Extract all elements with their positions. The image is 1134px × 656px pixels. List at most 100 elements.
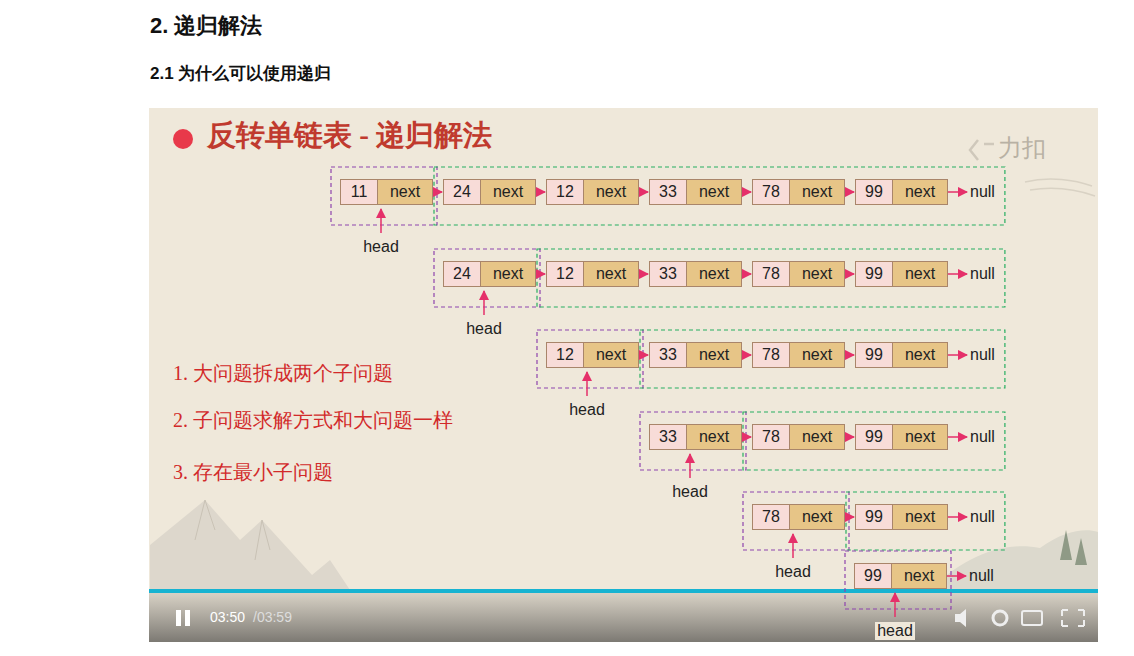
next-pointer: next	[893, 343, 947, 367]
list-node: 12next	[546, 179, 639, 205]
next-link-arrow	[742, 191, 751, 193]
next-link-arrow	[639, 273, 648, 275]
video-background	[149, 108, 1098, 642]
node-value: 99	[855, 564, 892, 588]
head-pointer-label: head	[875, 622, 915, 640]
list-node: 78next	[752, 342, 845, 368]
node-value: 99	[856, 505, 893, 529]
next-pointer: next	[790, 262, 844, 286]
head-pointer-label: head	[464, 320, 504, 338]
node-value: 33	[650, 425, 687, 449]
next-link-arrow	[536, 273, 545, 275]
next-link-arrow	[639, 354, 648, 356]
next-link-arrow	[536, 191, 545, 193]
list-node: 33next	[649, 179, 742, 205]
next-pointer: next	[481, 180, 535, 204]
next-link-arrow	[845, 354, 854, 356]
point-text: 3. 存在最小子问题	[173, 461, 333, 484]
next-pointer: next	[687, 262, 741, 286]
null-arrow	[948, 191, 967, 193]
head-pointer-label: head	[361, 238, 401, 256]
rest-group-outline	[537, 249, 1005, 307]
next-pointer: next	[790, 343, 844, 367]
control-bar	[149, 593, 1098, 642]
node-value: 12	[547, 180, 584, 204]
null-arrow	[948, 354, 967, 356]
node-value: 33	[650, 343, 687, 367]
head-pointer-arrow	[586, 372, 588, 396]
point-text: 1. 大问题拆成两个子问题	[173, 362, 393, 385]
pause-icon	[176, 610, 181, 626]
next-pointer: next	[893, 505, 947, 529]
head-group-outline	[537, 330, 643, 388]
next-link-arrow	[845, 436, 854, 438]
list-node: 78next	[752, 179, 845, 205]
next-pointer: next	[584, 262, 638, 286]
list-node: 78next	[752, 504, 845, 530]
list-node: 33next	[649, 342, 742, 368]
pause-icon	[185, 610, 190, 626]
node-value: 78	[753, 343, 790, 367]
list-node: 12next	[546, 261, 639, 287]
list-node: 33next	[649, 424, 742, 450]
node-value: 78	[753, 505, 790, 529]
node-value: 24	[444, 180, 481, 204]
node-value: 78	[753, 262, 790, 286]
next-pointer: next	[892, 564, 946, 588]
next-pointer: next	[378, 180, 432, 204]
tree-illustration	[1060, 530, 1087, 565]
head-pointer-arrow	[689, 454, 691, 478]
list-node: 99next	[855, 504, 948, 530]
next-pointer: next	[481, 262, 535, 286]
node-value: 33	[650, 180, 687, 204]
title-bullet	[173, 129, 193, 149]
rest-group-outline	[640, 330, 1005, 388]
rest-group-outline	[434, 167, 1005, 225]
node-value: 99	[856, 343, 893, 367]
node-value: 12	[547, 262, 584, 286]
head-pointer-arrow	[483, 291, 485, 315]
head-pointer-arrow	[380, 209, 382, 233]
node-value: 12	[547, 343, 584, 367]
next-link-arrow	[742, 273, 751, 275]
node-value: 78	[753, 425, 790, 449]
slide-title: 反转单链表 - 递归解法	[207, 119, 492, 152]
next-link-arrow	[433, 191, 442, 193]
logo-mark	[970, 140, 994, 160]
node-value: 99	[856, 262, 893, 286]
next-pointer: next	[584, 343, 638, 367]
null-arrow	[948, 436, 967, 438]
settings-icon	[993, 611, 1007, 625]
null-terminator: null	[970, 346, 995, 364]
mountain-stripes	[195, 500, 270, 560]
head-pointer-arrow	[894, 593, 896, 617]
node-value: 99	[856, 425, 893, 449]
null-terminator: null	[970, 183, 995, 201]
list-node: 99next	[855, 424, 948, 450]
next-link-arrow	[845, 516, 854, 518]
next-link-arrow	[742, 354, 751, 356]
node-value: 11	[341, 180, 378, 204]
next-link-arrow	[639, 191, 648, 193]
head-group-outline	[331, 167, 437, 225]
list-node: 99next	[855, 261, 948, 287]
next-pointer: next	[687, 343, 741, 367]
progress-bar	[149, 589, 1098, 593]
null-terminator: null	[970, 265, 995, 283]
volume-icon	[955, 609, 966, 627]
next-link-arrow	[845, 191, 854, 193]
list-node: 99next	[854, 563, 947, 589]
hill-illustration	[930, 530, 1098, 590]
mountain-illustration	[150, 500, 350, 590]
node-value: 24	[444, 262, 481, 286]
head-group-outline	[743, 492, 849, 550]
watermark: 力扣	[998, 134, 1046, 162]
head-pointer-label: head	[670, 483, 710, 501]
null-terminator: null	[969, 567, 994, 585]
next-pointer: next	[790, 505, 844, 529]
caption-icon	[1022, 611, 1042, 625]
list-node: 11next	[340, 179, 433, 205]
null-terminator: null	[970, 508, 995, 526]
next-link-arrow	[742, 436, 751, 438]
head-pointer-label: head	[773, 563, 813, 581]
